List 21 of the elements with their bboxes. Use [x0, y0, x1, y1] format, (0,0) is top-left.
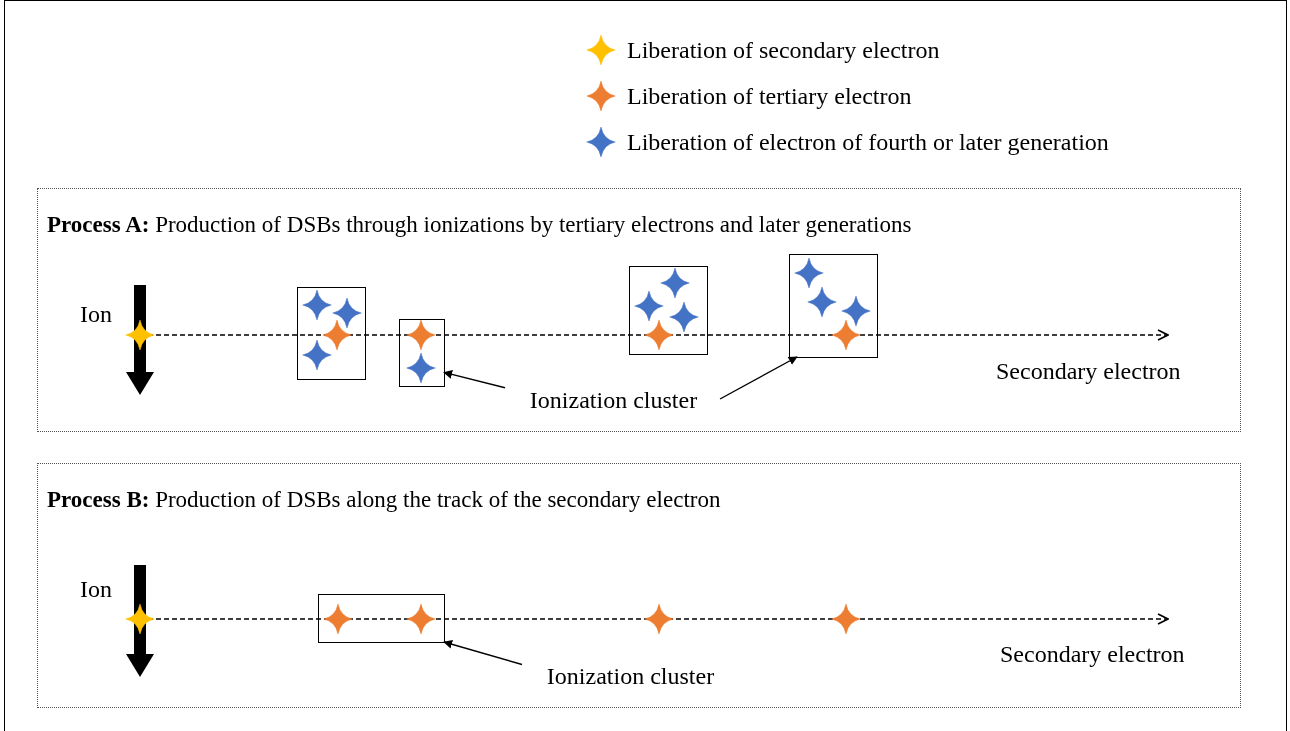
- cluster-box: [297, 287, 366, 380]
- legend-text: Liberation of tertiary electron: [627, 82, 912, 110]
- cluster-box: [318, 594, 445, 643]
- cluster-label: Ionization cluster: [523, 661, 738, 691]
- cluster-label: Ionization cluster: [506, 386, 721, 414]
- cluster-box: [629, 266, 708, 355]
- leader-arrow: [443, 370, 506, 389]
- ion-label: Ion: [80, 300, 112, 328]
- process-panel: [37, 188, 1241, 432]
- cluster-box: [399, 319, 445, 387]
- leader-arrow: [443, 639, 523, 666]
- track-label: Secondary electron: [1000, 640, 1185, 668]
- cluster-box: [789, 254, 878, 358]
- legend-text: Liberation of secondary electron: [627, 36, 940, 64]
- legend-text: Liberation of electron of fourth or later generation: [627, 128, 1109, 156]
- ion-label: Ion: [80, 575, 112, 603]
- track-label: Secondary electron: [996, 357, 1181, 385]
- panel-title: Process A: Production of DSBs through ionizations by tertiary electrons and later generations: [47, 211, 912, 239]
- panel-title: Process B: Production of DSBs along the track of the secondary electron: [47, 486, 721, 514]
- leader-arrow: [719, 356, 798, 400]
- process-panel: [37, 463, 1241, 708]
